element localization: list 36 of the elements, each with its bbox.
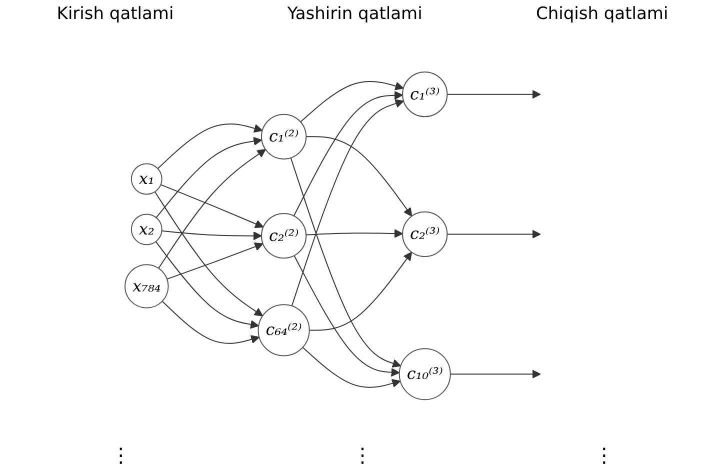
arrow [290, 157, 401, 368]
arrow [156, 136, 262, 218]
node-circle: c₁₀⁽³⁾ [398, 348, 451, 400]
arrow [305, 228, 403, 238]
arrow [308, 252, 412, 330]
node-circle: c₂⁽²⁾ [260, 212, 306, 258]
layer-heading: Kirish qatlami [56, 4, 174, 24]
arrow [166, 242, 264, 280]
ellipsis-mark: ⋮ [352, 443, 372, 467]
arrow [302, 346, 400, 388]
arrow [157, 123, 263, 169]
arrow [154, 190, 263, 316]
arrow [450, 369, 541, 378]
ellipsis-mark: ⋮ [594, 443, 614, 467]
node-circle: c₆₄⁽²⁾ [258, 304, 310, 356]
arrow [446, 90, 541, 98]
arrow [293, 90, 403, 216]
node-circle: c₂⁽³⁾ [402, 211, 448, 257]
node-circle: x₂ [130, 213, 162, 245]
arrow [293, 254, 400, 376]
arrow [446, 230, 541, 238]
arrow [155, 240, 259, 328]
node-circle: c₁⁽³⁾ [402, 71, 448, 117]
arrow [158, 148, 266, 268]
layer-heading: Yashirin qatlami [287, 4, 422, 24]
arrow [162, 300, 260, 344]
arrow [305, 136, 412, 216]
layer-heading: Chiqish qatlami [536, 4, 668, 24]
node-circle: x₇₈₄ [124, 264, 169, 308]
arrow [161, 230, 262, 240]
arrow [160, 184, 264, 228]
node-circle: x₁ [130, 162, 162, 194]
ellipsis-mark: ⋮ [110, 443, 131, 467]
node-circle: c₁⁽²⁾ [260, 114, 306, 160]
arrow [300, 80, 404, 122]
arrow [291, 98, 404, 306]
